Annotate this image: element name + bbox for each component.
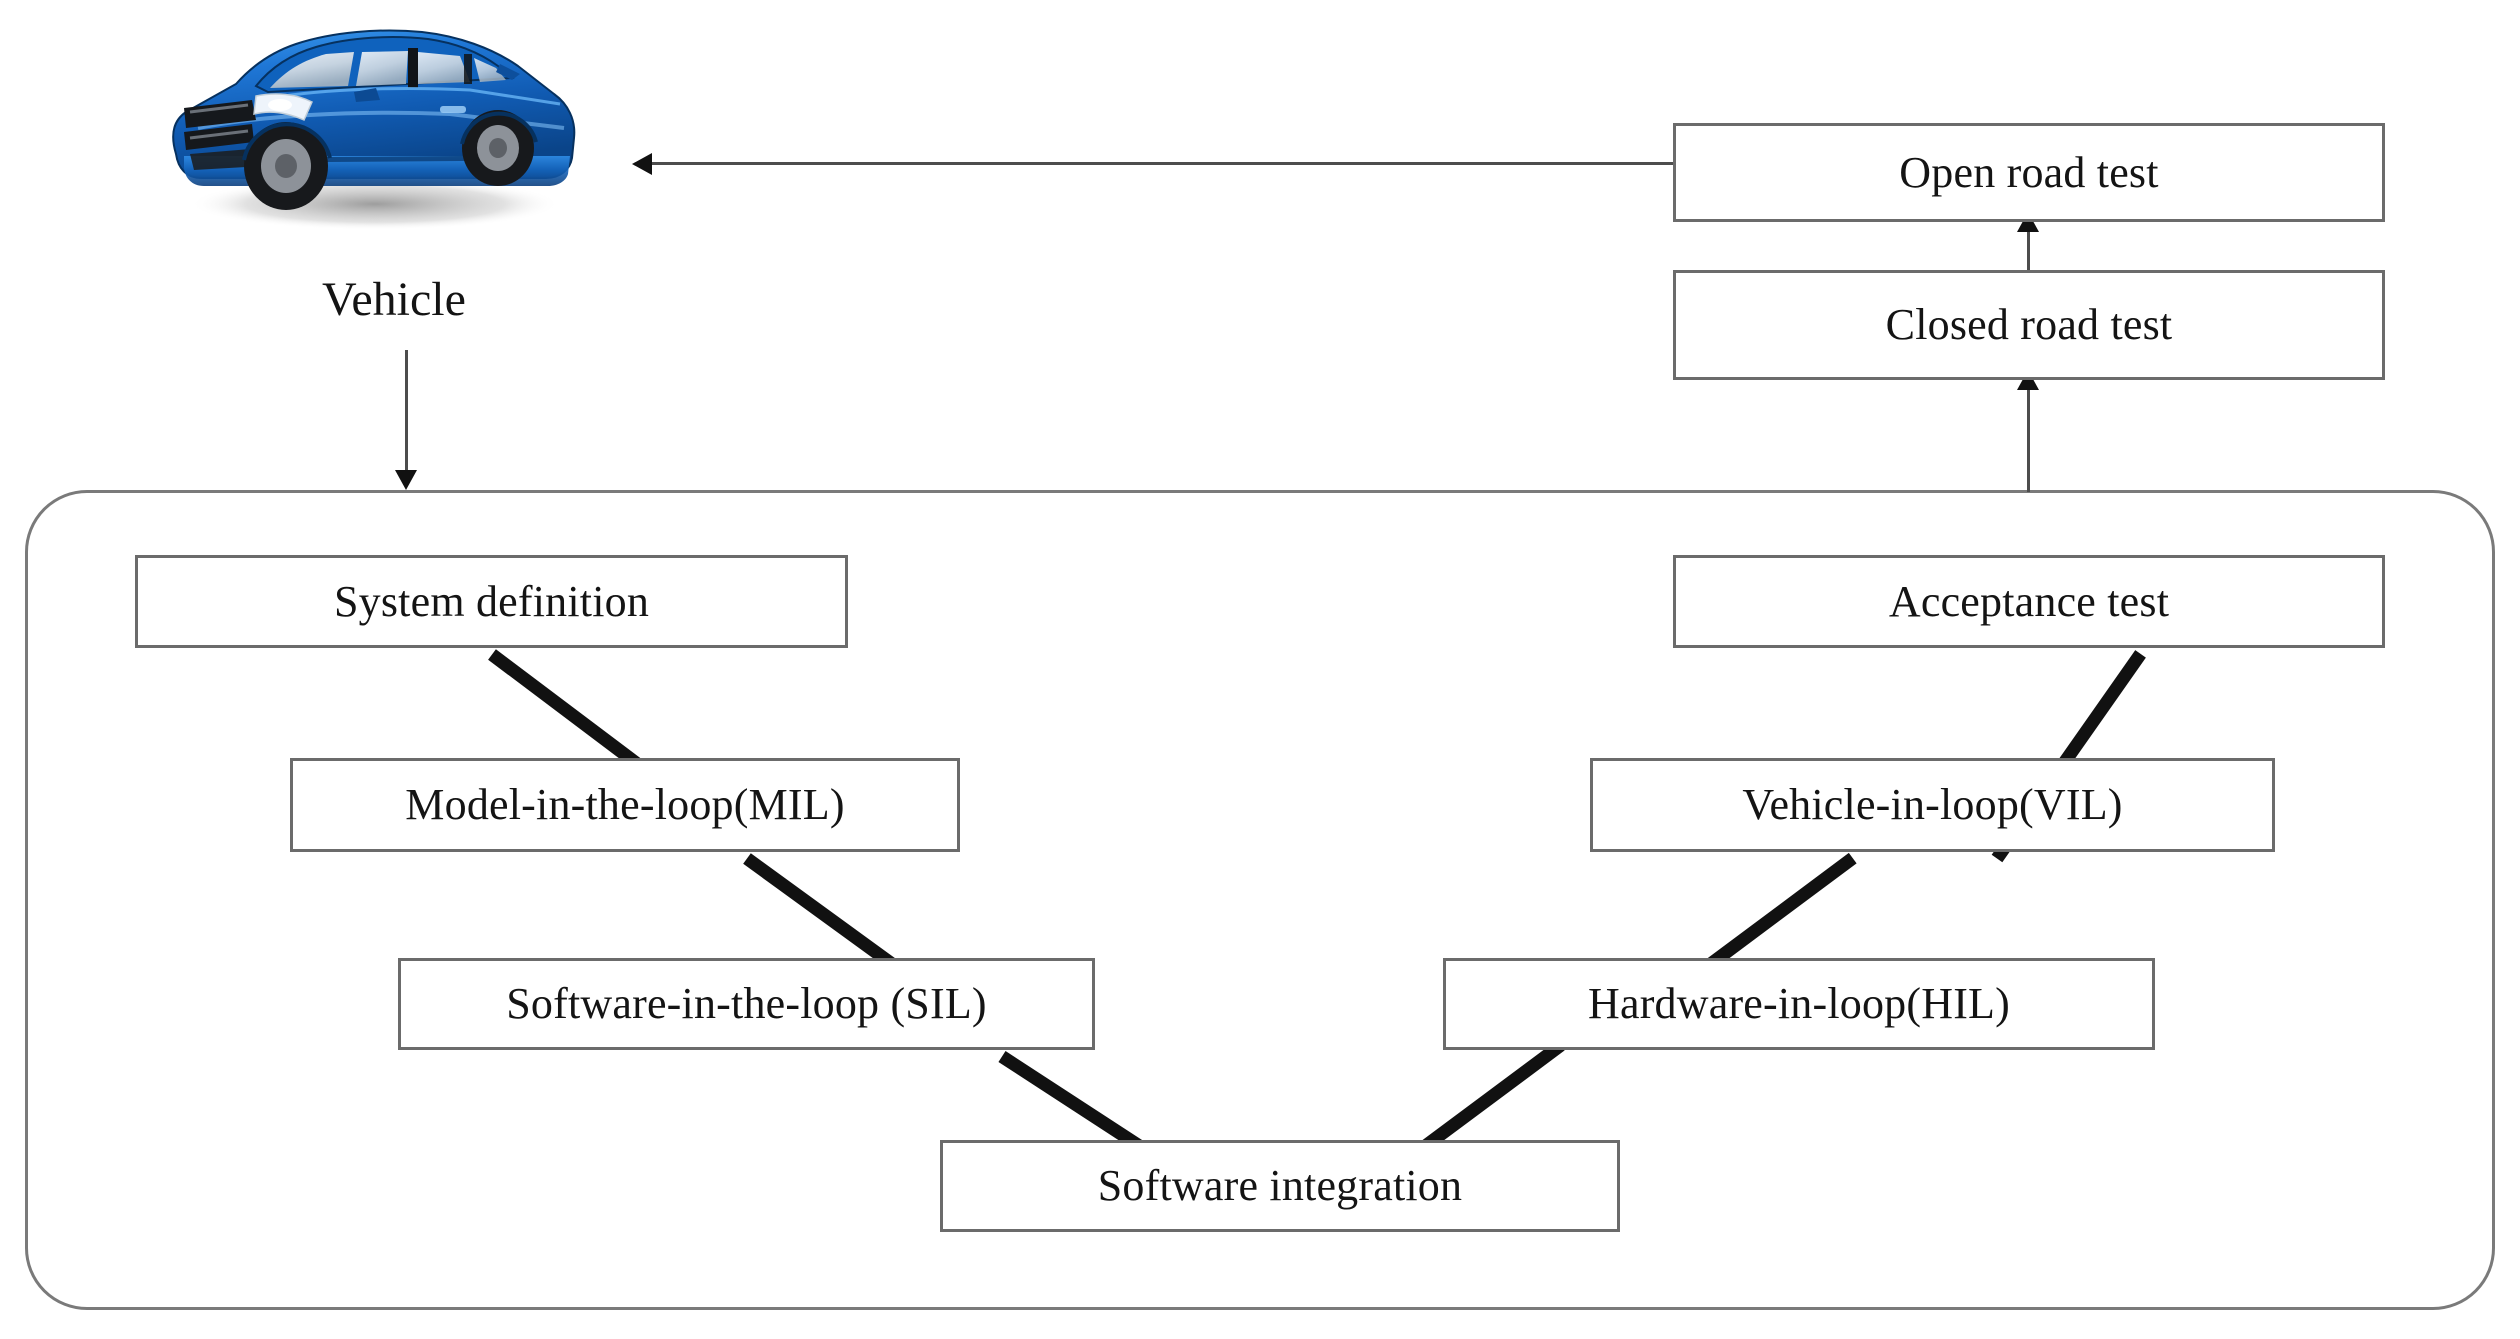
box-model-in-the-loop-label: Model-in-the-loop(MIL) <box>405 780 845 829</box>
box-system-definition[interactable]: System definition <box>135 555 848 648</box>
box-software-integration[interactable]: Software integration <box>940 1140 1620 1232</box>
box-vehicle-in-loop-label: Vehicle-in-loop(VIL) <box>1742 780 2123 829</box>
box-software-integration-label: Software integration <box>1097 1161 1463 1210</box>
box-vehicle-in-loop[interactable]: Vehicle-in-loop(VIL) <box>1590 758 2275 852</box>
arrow-open-road-test-to-vehicle-line <box>650 162 1675 165</box>
arrow-vehicle-to-vmodel-line <box>405 350 408 472</box>
box-system-definition-label: System definition <box>333 576 650 626</box>
box-open-road-test-label: Open road test <box>1899 147 2159 197</box>
arrow-closed-to-open-road-test-line <box>2027 228 2030 272</box>
box-open-road-test[interactable]: Open road test <box>1673 123 2385 222</box>
box-hardware-in-loop-label: Hardware-in-loop(HIL) <box>1587 979 2010 1028</box>
vehicle-label: Vehicle <box>322 273 466 326</box>
arrow-vehicle-to-vmodel-head <box>395 470 417 490</box>
arrow-open-road-test-to-vehicle-head <box>632 153 652 175</box>
box-model-in-the-loop[interactable]: Model-in-the-loop(MIL) <box>290 758 960 852</box>
blue-car-illustration <box>172 29 576 230</box>
box-closed-road-test[interactable]: Closed road test <box>1673 270 2385 380</box>
vmodel-enclosure <box>25 490 2495 1310</box>
box-hardware-in-loop[interactable]: Hardware-in-loop(HIL) <box>1443 958 2155 1050</box>
box-software-in-the-loop-label: Software-in-the-loop (SIL) <box>506 979 987 1028</box>
box-acceptance-test-label: Acceptance test <box>1888 576 2170 626</box>
box-closed-road-test-label: Closed road test <box>1885 300 2173 349</box>
box-software-in-the-loop[interactable]: Software-in-the-loop (SIL) <box>398 958 1095 1050</box>
arrow-vmodel-to-closed-road-test-line <box>2027 386 2030 492</box>
box-acceptance-test[interactable]: Acceptance test <box>1673 555 2385 648</box>
